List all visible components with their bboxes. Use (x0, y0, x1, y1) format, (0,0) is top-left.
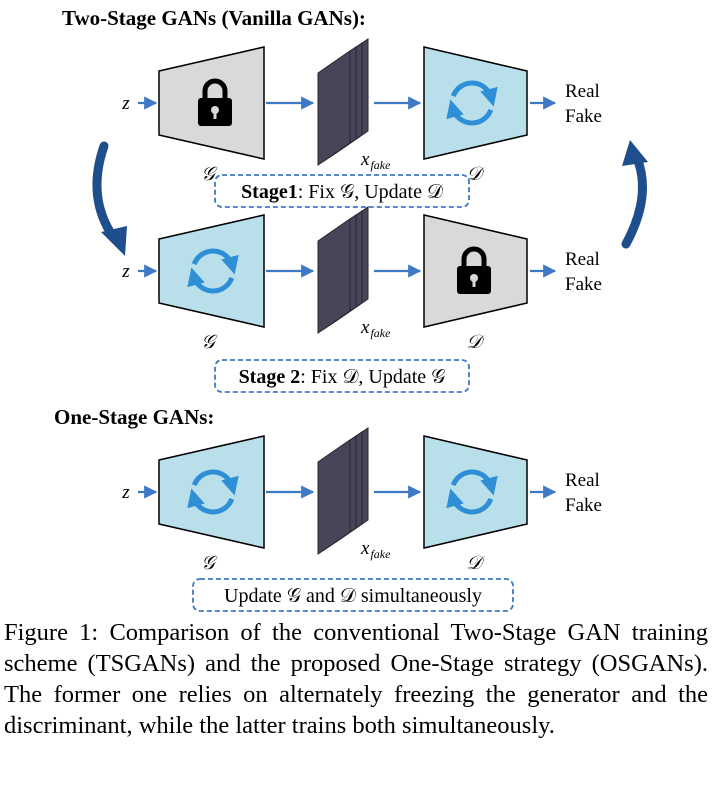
stage-label: Stage 2: Fix 𝒟, Update 𝒢 (239, 366, 446, 388)
stage-label: Update 𝒢 and 𝒟 simultaneously (224, 585, 482, 607)
stage-label-box (192, 578, 514, 612)
z-input-label: z (121, 261, 130, 282)
stage-switch-arrow-down-icon (92, 141, 127, 256)
one-stage-title: One-Stage GANs: (54, 405, 214, 429)
lock-icon (457, 246, 491, 294)
refresh-cycle-icon (187, 469, 239, 515)
discriminator-label: 𝒟 (466, 332, 485, 353)
generator-label: 𝒢 (201, 553, 218, 574)
generator-label: 𝒢 (201, 164, 218, 185)
output-real-label: Real (565, 81, 600, 102)
lock-icon (198, 78, 232, 126)
refresh-cycle-icon (187, 248, 239, 294)
output-fake-label: Fake (565, 274, 602, 295)
stage-switch-arrow-up-icon (621, 140, 648, 249)
x-fake-label: xfake (360, 149, 391, 172)
fake-sample-stack (317, 206, 369, 334)
discriminator-label: 𝒟 (466, 553, 485, 574)
generator-block (158, 214, 265, 328)
stage-label-box (214, 174, 470, 208)
refresh-cycle-icon (446, 80, 498, 126)
discriminator-block (423, 46, 528, 160)
output-fake-label: Fake (565, 495, 602, 516)
z-input-label: z (121, 93, 130, 114)
figure-caption: Figure 1: Comparison of the conventional… (4, 619, 708, 739)
generator-block (158, 435, 265, 549)
stage-label-box (214, 359, 470, 393)
two-stage-title: Two-Stage GANs (Vanilla GANs): (62, 6, 366, 30)
output-fake-label: Fake (565, 106, 602, 127)
x-fake-label: xfake (360, 538, 391, 561)
output-real-label: Real (565, 249, 600, 270)
stage-label: Stage1: Fix 𝒢, Update 𝒟 (241, 181, 443, 203)
discriminator-block (423, 435, 528, 549)
gan-training-diagram: Two-Stage GANs (Vanilla GANs): One-Stage… (54, 6, 648, 612)
generator-label: 𝒢 (201, 332, 218, 353)
refresh-cycle-icon (446, 469, 498, 515)
x-fake-label: xfake (360, 317, 391, 340)
output-real-label: Real (565, 470, 600, 491)
fake-sample-stack (317, 38, 369, 166)
z-input-label: z (121, 482, 130, 503)
fake-sample-stack (317, 427, 369, 555)
discriminator-label: 𝒟 (466, 164, 485, 185)
